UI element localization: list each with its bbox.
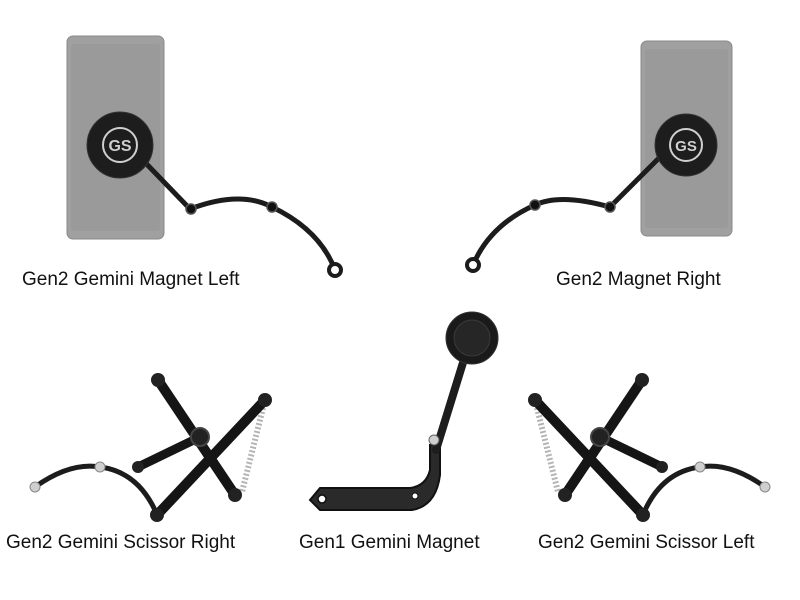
caption-gen2-magnet-right: Gen2 Magnet Right — [556, 269, 721, 290]
joint-cap — [656, 461, 668, 473]
gen1-magnet-mount — [308, 311, 499, 511]
joint-cap — [258, 393, 272, 407]
caption-gen1-magnet: Gen1 Gemini Magnet — [299, 532, 480, 553]
caption-gen2-scissor-left: Gen2 Gemini Scissor Left — [538, 532, 755, 553]
magnet-face — [453, 319, 491, 357]
mount-arm — [132, 149, 338, 273]
scissor-bar — [595, 432, 667, 472]
magnet-puck — [654, 113, 718, 177]
joint-cap — [151, 373, 165, 387]
magnet-ring — [669, 128, 703, 162]
caption-gen2-scissor-right: Gen2 Gemini Scissor Right — [6, 532, 236, 553]
mount-bracket — [308, 444, 441, 511]
joint-cap — [636, 508, 650, 522]
gen2-scissor-left-mount — [528, 373, 771, 522]
pivot-joint — [185, 203, 197, 215]
bracket-hole — [317, 494, 327, 504]
arm-bolt — [428, 434, 440, 446]
pivot-bolt — [94, 461, 106, 473]
mount-arm — [470, 149, 668, 268]
center-pivot — [590, 427, 610, 447]
center-pivot — [190, 427, 210, 447]
pivot-joint — [266, 201, 278, 213]
joint-cap — [228, 488, 242, 502]
end-mount-hole — [465, 257, 481, 273]
end-mount-hole — [327, 262, 343, 278]
joint-cap — [558, 488, 572, 502]
magnet-ring — [102, 127, 138, 163]
scissor-bar — [133, 432, 205, 472]
bracket-hole — [411, 492, 419, 500]
caption-gen2-magnet-left: Gen2 Gemini Magnet Left — [22, 269, 240, 290]
end-bolt — [29, 481, 41, 493]
scissor-bar — [530, 395, 648, 520]
pivot-joint — [529, 199, 541, 211]
joint-cap — [150, 508, 164, 522]
gs-logo: GS — [675, 138, 697, 155]
gen2-scissor-right-mount — [29, 373, 272, 522]
joint-cap — [528, 393, 542, 407]
joint-cap — [132, 461, 144, 473]
curved-arm — [639, 463, 768, 520]
pivot-joint — [604, 201, 616, 213]
gs-logo: GS — [108, 138, 131, 155]
scissor-bar — [152, 395, 270, 520]
curved-arm — [32, 463, 161, 520]
gen2-magnet-right-mount: GS — [465, 40, 733, 273]
magnet-puck — [86, 111, 154, 179]
end-bolt — [759, 481, 771, 493]
gen2-magnet-left-mount: GS — [66, 35, 343, 278]
joint-cap — [635, 373, 649, 387]
pivot-bolt — [694, 461, 706, 473]
